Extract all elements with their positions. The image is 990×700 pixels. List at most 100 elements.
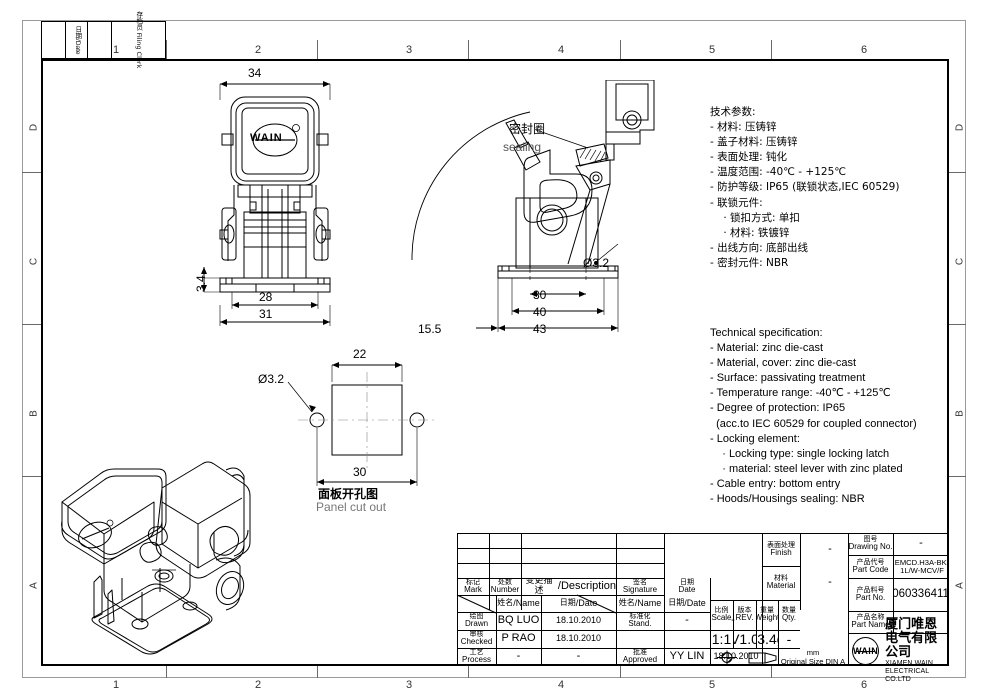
tb-role-stand: 标准化 Stand. xyxy=(616,612,664,630)
tb-v-weight xyxy=(756,600,757,648)
zone-tick-right-2 xyxy=(949,324,966,325)
zone-tick-bottom-5 xyxy=(771,666,772,678)
panel-cutout-drawing xyxy=(287,362,436,486)
tb-v-name xyxy=(541,595,542,666)
tb-label-number-cn: 处数 xyxy=(498,578,512,586)
tb-approved-date: 18.10.2010 xyxy=(713,651,759,662)
tb-subheader-name-cn: 姓名 xyxy=(497,598,514,608)
zone-letter-left-A: A xyxy=(28,582,40,589)
tb-h-rev-3 xyxy=(457,578,664,579)
tb-role-process: 工艺 Process xyxy=(457,648,496,666)
tb-notes-line2: Original Size DIN A 4 xyxy=(780,657,846,666)
tb-v-line-number xyxy=(521,533,522,610)
front-view-dim-28: 28 xyxy=(259,290,273,304)
tb-process-name: - xyxy=(516,650,521,663)
zone-letter-left-D: D xyxy=(28,123,40,132)
tb-v-finish-value xyxy=(800,533,801,610)
zone-tick-right-3 xyxy=(949,476,966,477)
tb-role-process-en: Process xyxy=(462,655,491,665)
tb-v-scale-1 xyxy=(733,600,734,648)
tb-v-role xyxy=(496,595,497,666)
zone-number-bottom-1: 1 xyxy=(112,679,120,691)
side-view-dim-43: 43 xyxy=(533,322,547,336)
zone-number-top-5: 5 xyxy=(708,44,716,56)
tb-v-line-mark xyxy=(489,533,490,610)
front-view-dim-31: 31 xyxy=(259,307,273,321)
panel-cutout-dia-3-2: Ø3.2 xyxy=(258,372,285,386)
zone-tick-bottom-3 xyxy=(468,666,469,678)
clerk-filing-label: 存档员 Filing Clerk xyxy=(134,11,143,69)
zone-number-bottom-4: 4 xyxy=(557,679,565,691)
sealing-label-cn: 密封圈 xyxy=(509,122,546,136)
tb-approved-name: YY LIN xyxy=(669,650,705,663)
zone-tick-top-2 xyxy=(317,40,318,59)
tb-subheader-date-cn: 日期 xyxy=(559,598,576,608)
title-block xyxy=(457,533,949,666)
zone-letter-right-D: D xyxy=(954,123,966,132)
clerk-cell-blank-2 xyxy=(88,22,112,58)
tb-h-drawing-no xyxy=(848,555,949,556)
tb-role-approved-cn: 批准 xyxy=(633,648,647,657)
tb-diagonal-slashes xyxy=(456,594,617,614)
tb-subheader-name: 姓名 /Name xyxy=(496,595,541,612)
zone-tick-bottom-2 xyxy=(317,666,318,678)
zone-number-bottom-5: 5 xyxy=(708,679,716,691)
tb-subheader-name2: 姓名 /Name xyxy=(616,595,664,612)
zone-number-bottom-6: 6 xyxy=(860,679,868,691)
zone-letter-left-B: B xyxy=(28,410,40,417)
tb-h-sub-header xyxy=(457,612,710,613)
filing-clerk-table: 日期/Date 存档员 Filing Clerk xyxy=(41,11,166,69)
tb-h-part-code xyxy=(848,578,949,579)
tb-role-approved-en: Approved xyxy=(622,655,658,665)
tb-role-approved: 批准 Approved xyxy=(616,648,664,666)
tb-label-description: 变更描述 /Description xyxy=(521,578,616,595)
first-angle-projection-icon xyxy=(748,652,777,664)
tb-drawing-no-value: - xyxy=(919,537,923,550)
tb-part-name-label-en: Part Name xyxy=(851,620,890,630)
panel-cutout-title-cn: 面板开孔图 xyxy=(318,487,379,501)
zone-tick-top-1 xyxy=(166,40,167,59)
sealing-label-en: sealing xyxy=(503,140,542,154)
tb-label-mark: 标记 Mark xyxy=(457,578,489,595)
clerk-date-label: 日期/Date xyxy=(73,25,81,55)
side-view-drawing xyxy=(411,80,655,332)
tb-v-line-date-end xyxy=(710,578,711,666)
tb-label-number: 处数 Number xyxy=(489,578,521,595)
side-view-dia-3-2: Ø3.2 xyxy=(583,256,610,270)
tb-weight-value: 63.4g xyxy=(756,630,778,647)
tb-notes: All Dimensions in mm Original Size DIN A… xyxy=(778,648,848,666)
zone-number-top-1: 1 xyxy=(112,44,120,56)
tb-v-line-sig xyxy=(664,533,665,666)
tb-rev-label: 版本 REV. xyxy=(733,600,756,630)
panel-cutout-dim-30: 30 xyxy=(353,465,367,479)
tb-drawn-name: BQ LUO xyxy=(497,614,540,627)
tb-subheader-date-en: /Date xyxy=(575,597,598,608)
tb-finish-label: 表面处理 Finish xyxy=(762,533,800,566)
tb-v-finish-label xyxy=(762,533,763,666)
zone-number-bottom-3: 3 xyxy=(405,679,413,691)
tb-role-drawn-cn: 绘图 xyxy=(469,612,484,621)
zone-tick-right-1 xyxy=(949,172,966,173)
isometric-view-drawing xyxy=(61,461,251,655)
clerk-cell-blank-1 xyxy=(42,22,66,58)
tb-label-date-en: Date xyxy=(678,584,696,594)
tb-weight-label: 重量 Weight xyxy=(756,600,778,630)
tb-rev-label-en: REV. xyxy=(735,613,754,623)
tb-v-line-desc-end xyxy=(616,533,617,666)
tb-h-rev-header xyxy=(457,595,664,596)
tb-checked-name: P RAO xyxy=(501,632,536,645)
side-view-dim-15-5: 15.5 xyxy=(418,322,442,336)
tb-label-date: 日期 Date xyxy=(664,578,710,595)
tb-drawing-no-label-en: Drawing No. xyxy=(848,542,893,552)
tb-material-value: - xyxy=(828,576,832,589)
tb-scale-value: 1:1 xyxy=(711,630,732,647)
tb-stand-name: - xyxy=(685,614,689,627)
tb-drawing-no-label: 图号 Drawing No. xyxy=(848,533,893,555)
spec-block-chinese: 技术参数: - 材料: 压铸锌 - 盖子材料: 压铸锌 - 表面处理: 钝化 -… xyxy=(710,106,900,269)
zone-letter-right-B: B xyxy=(954,410,966,417)
tb-finish-label-en: Finish xyxy=(770,547,792,557)
spec-block-english: Technical specification: - Material: zin… xyxy=(710,327,917,506)
company-logo-cell: WAIN 厦门唯恩电气有限公司 XIAMEN WAIN ELECTRICAL C… xyxy=(852,617,947,683)
tb-subheader-date2: 日期 /Date xyxy=(664,595,710,612)
